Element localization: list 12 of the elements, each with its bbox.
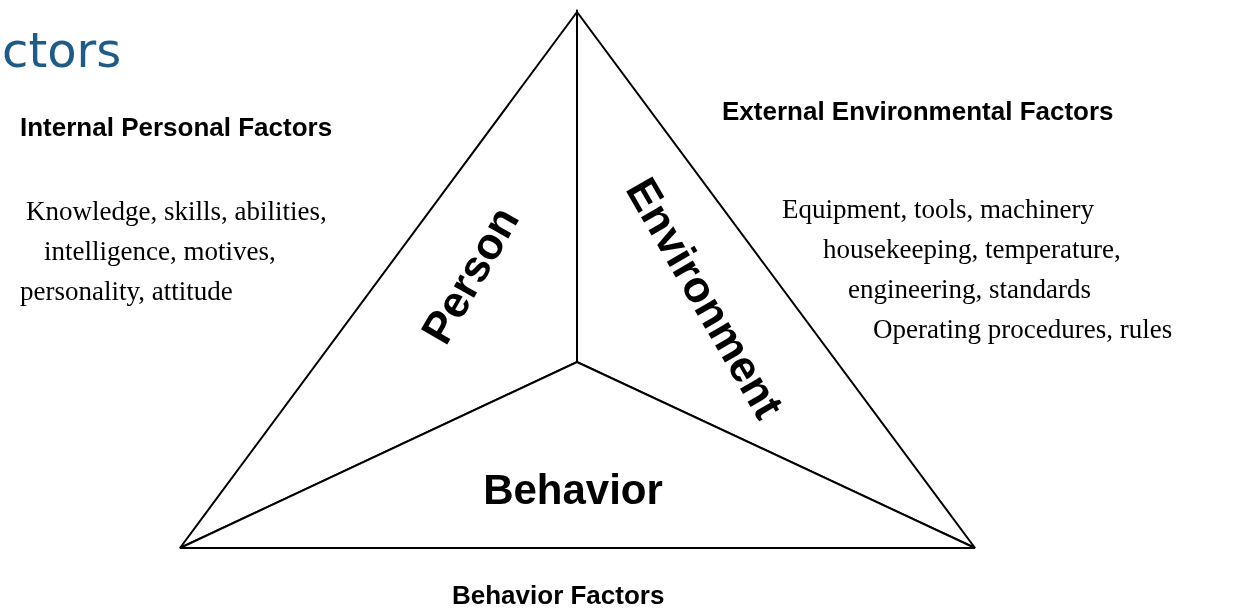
factor-text: Operating procedures, rules	[873, 314, 1173, 345]
factor-text: engineering, standards	[848, 274, 1091, 305]
factor-heading: External Environmental Factors	[722, 96, 1114, 127]
factor-text: personality, attitude	[20, 276, 233, 307]
slide-title: ctors	[2, 22, 122, 78]
factor-text: housekeeping, temperature,	[823, 234, 1121, 265]
section-label: Behavior	[483, 466, 663, 514]
factor-text: Equipment, tools, machinery	[782, 194, 1094, 225]
factor-text: intelligence, motives,	[44, 236, 276, 267]
factor-heading: Behavior Factors	[452, 580, 665, 611]
factor-heading: Internal Personal Factors	[20, 112, 333, 143]
factor-text: Knowledge, skills, abilities,	[26, 196, 327, 227]
